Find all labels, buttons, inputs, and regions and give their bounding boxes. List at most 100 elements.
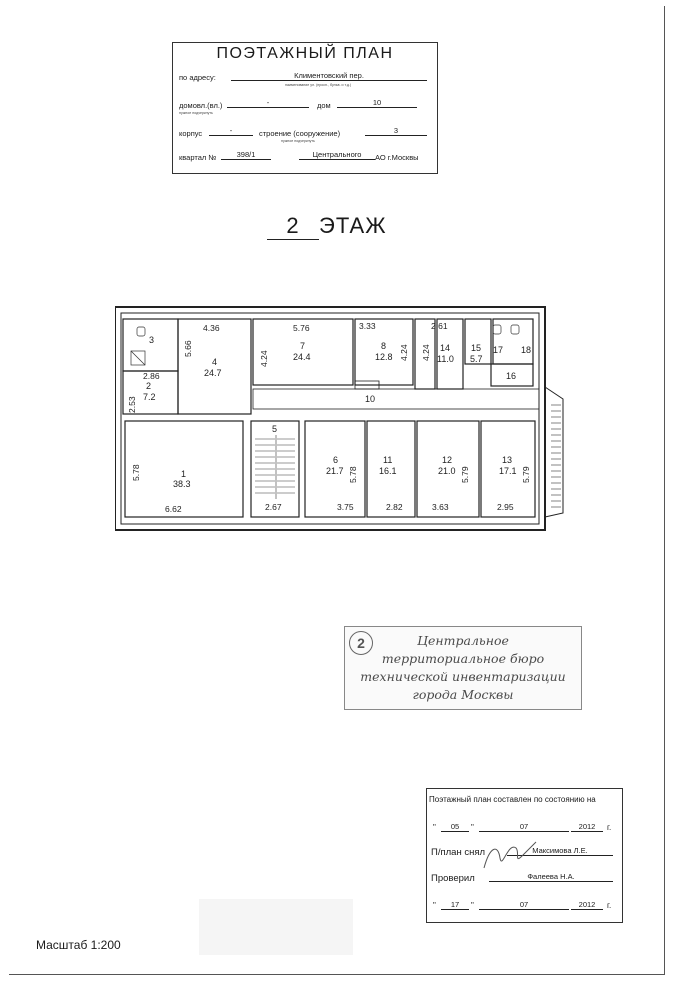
dim-label: 4.24 [259,350,269,367]
signature [483,841,537,869]
stamp-line: территориальное бюро [381,651,545,666]
dim-label: 5.78 [348,466,358,483]
ao-value: Центрального [299,150,375,160]
dim-label: 4.24 [421,344,431,361]
quote-mark: " [471,901,474,910]
room-3-number: 3 [149,335,154,345]
quote-mark: " [471,823,474,832]
stroenie-note: нужное подчеркнуть [281,139,315,143]
kvartal-value: 398/1 [221,150,271,160]
room-labels: 1 38.3 2 7.2 3 4 24.7 5 6 21.7 7 24.4 8 … [143,335,531,489]
domovl-value: - [227,98,309,108]
dim-label: 4.24 [399,344,409,361]
dim-label: 2.95 [497,502,514,512]
domovl-note: нужное подчеркнуть [179,111,213,115]
room-14-area: 11.0 [437,354,454,364]
room-12-number: 12 [442,455,452,465]
room-17-number: 17 [493,345,503,355]
date2-day: 17 [441,900,469,910]
dim-label: 5.79 [521,466,531,483]
drawn-by-value: Максимова Л.Е. [507,846,613,856]
scale-label: Масштаб 1:200 [36,938,121,952]
dim-label: 3.33 [359,321,376,331]
korpus-label: корпус [179,129,203,138]
kvartal-label: квартал № [179,153,217,162]
quote-mark: " [433,823,436,832]
dom-label: дом [317,101,331,110]
room-14-number: 14 [440,343,450,353]
room-7-area: 24.4 [293,352,311,362]
room-16-number: 16 [506,371,516,381]
domovl-label: домовл.(вл.) [179,101,223,110]
room-18-number: 18 [521,345,531,355]
address-note: наименование ул. (просп., бульв. и т.д.) [285,83,352,87]
certificate-caption: Поэтажный план составлен по состоянию на [429,795,596,804]
room-2-area: 7.2 [143,392,156,402]
room-8-area: 12.8 [375,352,393,362]
dim-label: 6.62 [165,504,182,514]
dim-label: 2.53 [127,396,137,413]
stamp-line: города Москвы [412,687,514,702]
room-10-number: 10 [365,394,375,404]
title-block: ПОЭТАЖНЫЙ ПЛАН по адресу: Климентовский … [172,42,438,174]
page-border [9,6,665,975]
faded-stamp [199,899,353,955]
room-1-number: 1 [181,469,186,479]
checked-by-value: Фалеева Н.А. [489,872,613,882]
room-7-number: 7 [300,341,305,351]
dim-label: 2.67 [265,502,282,512]
checked-by-label: Проверил [431,873,475,884]
dim-label: 3.75 [337,502,354,512]
room-12-area: 21.0 [438,466,456,476]
date1-month: 07 [479,822,569,832]
dim-label: 2.61 [431,321,448,331]
dim-label: 2.86 [143,371,160,381]
floor-label: ЭТАЖ [319,213,387,238]
stroenie-label: строение (сооружение) [259,129,341,138]
bti-stamp: 2 Центральное территориальное бюро техни… [344,626,582,710]
room-1-area: 38.3 [173,479,191,489]
room-2-number: 2 [146,381,151,391]
stamp-line: технической инвентаризации [360,669,566,684]
dim-label: 4.36 [203,323,220,333]
room-8-number: 8 [381,341,386,351]
dim-label: 2.82 [386,502,403,512]
year-suffix: г. [607,901,612,910]
bti-logo-icon: 2 [349,631,373,655]
dim-label: 3.63 [432,502,449,512]
date1-day: 05 [441,822,469,832]
room-6-area: 21.7 [326,466,344,476]
dom-value: 10 [337,98,417,108]
drawn-by-label: П/план снял [431,847,486,858]
room-15-number: 15 [471,343,481,353]
status-certificate: Поэтажный план составлен по состоянию на… [426,788,623,923]
room-4-area: 24.7 [204,368,222,378]
date2-month: 07 [479,900,569,910]
ao-suffix: АО г.Москвы [375,153,419,162]
quote-mark: " [433,901,436,910]
dim-label: 5.79 [460,466,470,483]
room-5-number: 5 [272,424,277,434]
document-title: ПОЭТАЖНЫЙ ПЛАН [216,45,394,62]
address-label: по адресу: [179,73,216,82]
date2-year: 2012 [571,900,603,910]
dim-label: 5.78 [131,464,141,481]
room-11-area: 16.1 [379,466,397,476]
stamp-line: Центральное [417,633,509,648]
floor-number: 2 [267,213,319,240]
stroenie-value: 3 [365,126,427,136]
year-suffix: г. [607,823,612,832]
room-13-area: 17.1 [499,466,517,476]
room-6-number: 6 [333,455,338,465]
korpus-value: - [209,126,253,136]
dimension-labels: 4.36 5.76 3.33 2.61 5.66 4.24 4.24 4.24 … [127,321,531,514]
room-4-number: 4 [212,357,217,367]
floor-plan: 1 38.3 2 7.2 3 4 24.7 5 6 21.7 7 24.4 8 … [115,306,564,531]
address-value: Климентовский пер. [231,71,427,81]
date1-year: 2012 [571,822,603,832]
room-11-number: 11 [383,455,392,465]
room-13-number: 13 [502,455,512,465]
room-15-area: 5.7 [470,354,483,364]
dim-label: 5.66 [183,340,193,357]
